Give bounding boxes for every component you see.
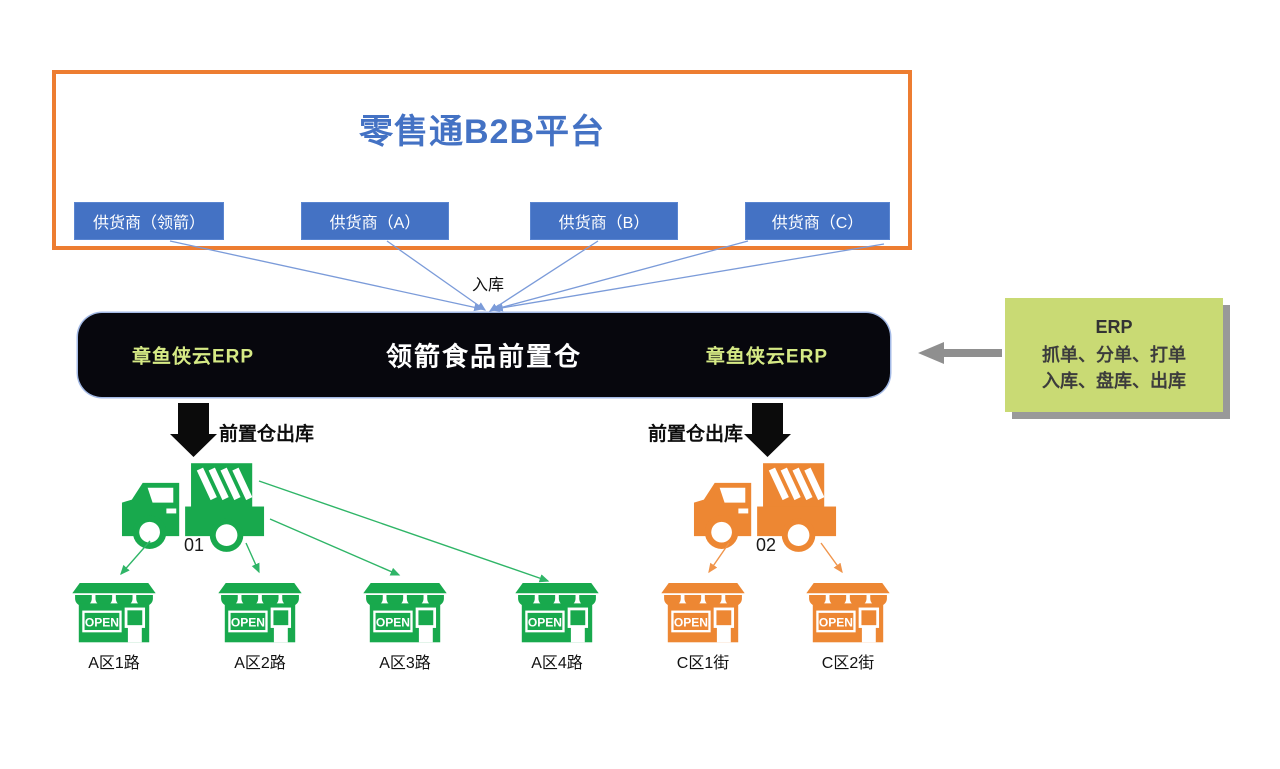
storefront-icon xyxy=(661,583,745,646)
platform-box: 零售通B2B平台 供货商（领箭） 供货商（A） 供货商（B） 供货商（C） xyxy=(52,70,912,250)
supplier-box-b: 供货商（B） xyxy=(530,202,678,240)
supplier-label: 供货商（B） xyxy=(558,215,650,232)
store-label: C区1街 xyxy=(676,655,730,672)
store-label: A区4路 xyxy=(531,655,583,672)
store-label: A区2路 xyxy=(234,655,286,672)
erp-note-line1: 抓单、分单、打单 xyxy=(1042,344,1186,365)
store-label: C区2街 xyxy=(821,655,875,672)
inbound-label: 入库 xyxy=(471,277,504,294)
truck-right-id: 02 xyxy=(755,535,777,555)
outbound-label-left: 前置仓出库 xyxy=(219,424,315,445)
supplier-box-lingjian: 供货商（领箭） xyxy=(74,202,224,240)
storefront-icon xyxy=(218,583,302,646)
supplier-box-c: 供货商（C） xyxy=(745,202,890,240)
supplier-box-a: 供货商（A） xyxy=(301,202,449,240)
supplier-label: 供货商（A） xyxy=(329,215,421,232)
store-a1: A区1路 xyxy=(69,583,159,673)
platform-title: 零售通B2B平台 xyxy=(358,113,606,151)
store-c1: C区1街 xyxy=(658,583,748,673)
erp-note-title: ERP xyxy=(1095,316,1133,337)
supplier-label: 供货商（领箭） xyxy=(92,215,205,232)
outbound-arrow-right xyxy=(744,403,791,457)
store-a2: A区2路 xyxy=(215,583,305,673)
storefront-icon xyxy=(515,583,599,646)
warehouse-name: 领箭食品前置仓 xyxy=(385,341,583,372)
supplier-label: 供货商（C） xyxy=(771,215,864,232)
erp-note-line2: 入库、盘库、出库 xyxy=(1042,370,1186,391)
inbound-arrow-lines xyxy=(169,240,885,312)
warehouse-erp-left-label: 章鱼侠云ERP xyxy=(132,346,255,368)
store-a3: A区3路 xyxy=(360,583,450,673)
storefront-icon xyxy=(72,583,156,646)
truck-left-id: 01 xyxy=(183,535,205,555)
storefront-icon xyxy=(806,583,890,646)
warehouse-erp-right-label: 章鱼侠云ERP xyxy=(705,346,828,368)
store-c2: C区2街 xyxy=(803,583,893,673)
erp-arrow xyxy=(918,342,1002,364)
outbound-label-right: 前置仓出库 xyxy=(648,424,744,445)
store-a4: A区4路 xyxy=(512,583,602,673)
storefront-icon xyxy=(363,583,447,646)
store-label: A区1路 xyxy=(88,655,140,672)
erp-note-box: ERP 抓单、分单、打单 入库、盘库、出库 xyxy=(1005,298,1223,412)
warehouse-bar: 章鱼侠云ERP 领箭食品前置仓 章鱼侠云ERP xyxy=(78,313,890,397)
outbound-arrow-left xyxy=(170,403,217,457)
store-label: A区3路 xyxy=(379,655,431,672)
